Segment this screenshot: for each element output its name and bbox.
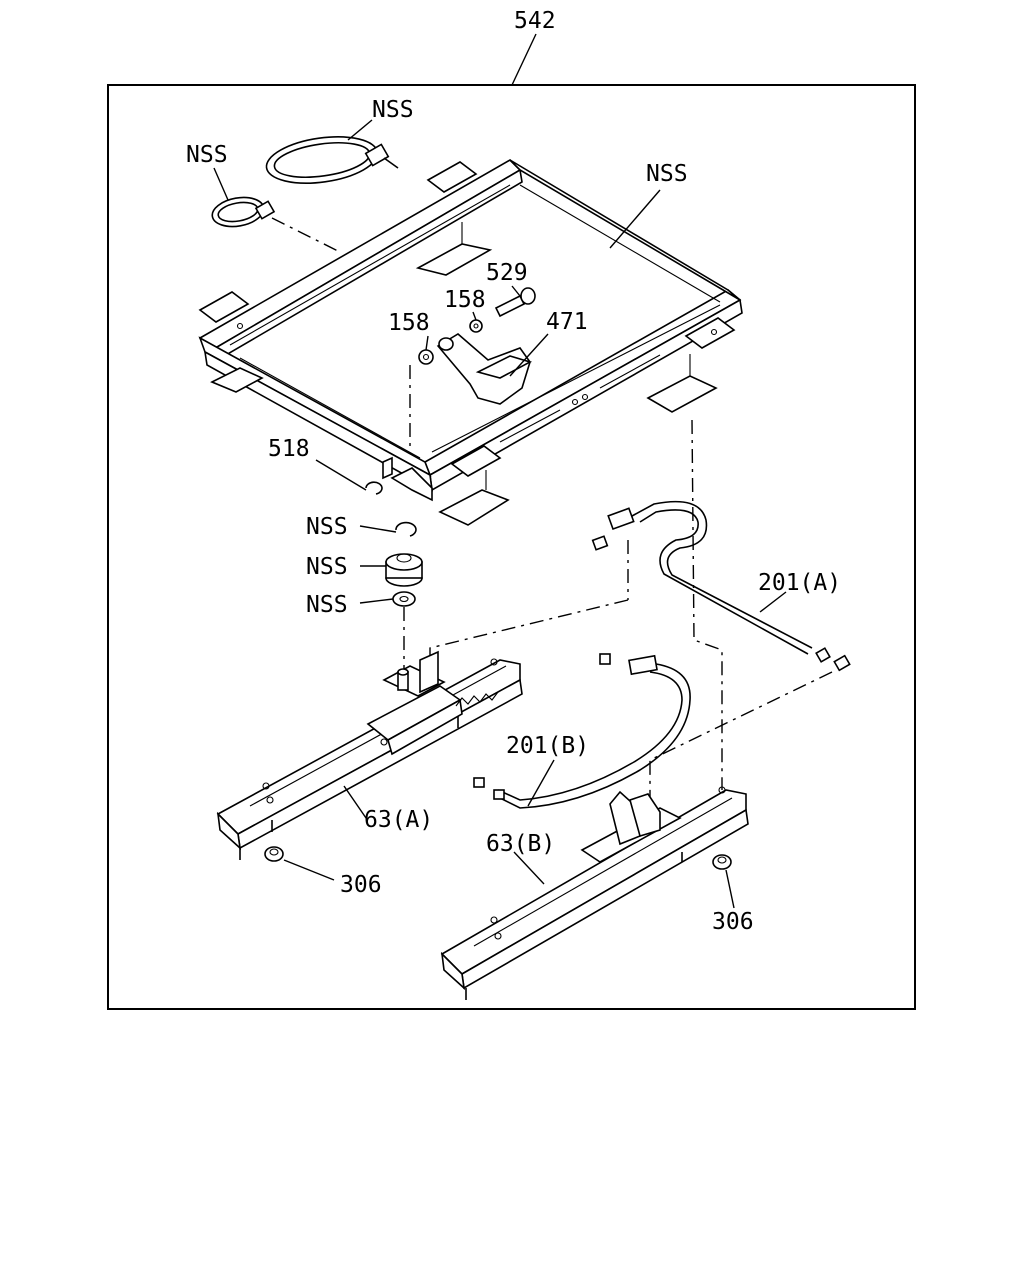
leader-lines <box>213 119 787 909</box>
nut-306-left <box>264 846 284 862</box>
callout-529: 529 <box>486 260 528 286</box>
nut-306-right <box>712 854 732 870</box>
nut-158-lower <box>418 349 434 365</box>
e-clip-518 <box>365 481 383 495</box>
slide-rail-63a <box>216 650 523 860</box>
callout-nss-bushing: NSS <box>306 554 348 580</box>
axis-right <box>691 419 723 790</box>
nut-158-upper <box>469 319 483 333</box>
callout-542: 542 <box>514 8 556 34</box>
callout-306-left: 306 <box>340 872 382 898</box>
seat-frame <box>198 159 743 526</box>
cable-201a <box>591 500 851 672</box>
assembly-border <box>107 84 916 1010</box>
bushing-nss <box>385 553 423 587</box>
callout-nss-strap-small: NSS <box>186 142 228 168</box>
strap-small <box>211 196 341 253</box>
washer-nss <box>392 591 416 607</box>
strap-large <box>265 136 399 184</box>
leader-542 <box>511 33 537 86</box>
callout-nss-frame: NSS <box>646 161 688 187</box>
callout-nss-clip: NSS <box>306 514 348 540</box>
lever-471 <box>436 333 533 405</box>
axis-cable-a-link <box>429 599 629 670</box>
callout-158-lower: 158 <box>388 310 430 336</box>
callout-nss-washer: NSS <box>306 592 348 618</box>
bolt-529 <box>494 287 536 318</box>
slide-rail-63b <box>440 786 749 1000</box>
callout-518: 518 <box>268 436 310 462</box>
callout-201a: 201(A) <box>758 570 841 596</box>
cable-201b <box>473 653 691 809</box>
callout-158-upper: 158 <box>444 287 486 313</box>
clip-nss <box>395 521 417 537</box>
callout-63b: 63(B) <box>486 831 555 857</box>
callout-63a: 63(A) <box>364 807 433 833</box>
callout-201b: 201(B) <box>506 733 589 759</box>
callout-306-right: 306 <box>712 909 754 935</box>
callout-nss-strap-large: NSS <box>372 97 414 123</box>
callout-471: 471 <box>546 309 588 335</box>
